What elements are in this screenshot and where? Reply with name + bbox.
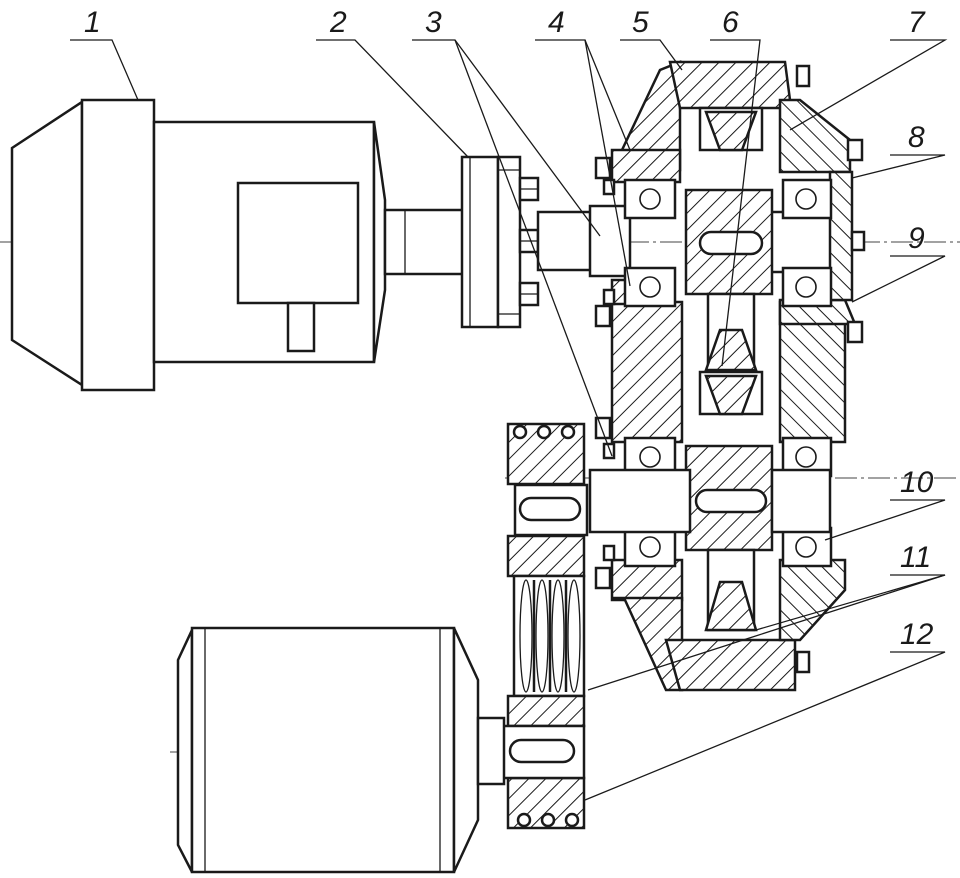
label-6: 6 [722, 6, 739, 39]
label-11: 11 [900, 541, 931, 574]
part-labels: 1 2 3 4 5 6 7 8 9 10 11 12 [84, 6, 934, 651]
label-1: 1 [84, 6, 101, 39]
electric-motor-top [10, 98, 467, 392]
output-shaft [588, 468, 832, 534]
coupling-bolts [518, 176, 540, 307]
label-12: 12 [900, 618, 934, 651]
label-10: 10 [900, 466, 934, 499]
lower-gear [684, 370, 774, 632]
label-8: 8 [908, 121, 925, 154]
label-3: 3 [425, 6, 442, 39]
flange-coupling [460, 155, 540, 329]
label-2: 2 [329, 6, 347, 39]
label-5: 5 [632, 6, 649, 39]
label-9: 9 [908, 222, 925, 255]
v-belts [512, 574, 586, 698]
lower-pulley [498, 694, 586, 830]
label-7: 7 [908, 6, 926, 39]
housing-bolts [594, 64, 866, 674]
electric-motor-bottom [176, 626, 506, 874]
leader-lines [70, 39, 948, 801]
upper-pulley [506, 422, 589, 578]
upper-gear [684, 106, 774, 372]
label-4: 4 [548, 6, 565, 39]
